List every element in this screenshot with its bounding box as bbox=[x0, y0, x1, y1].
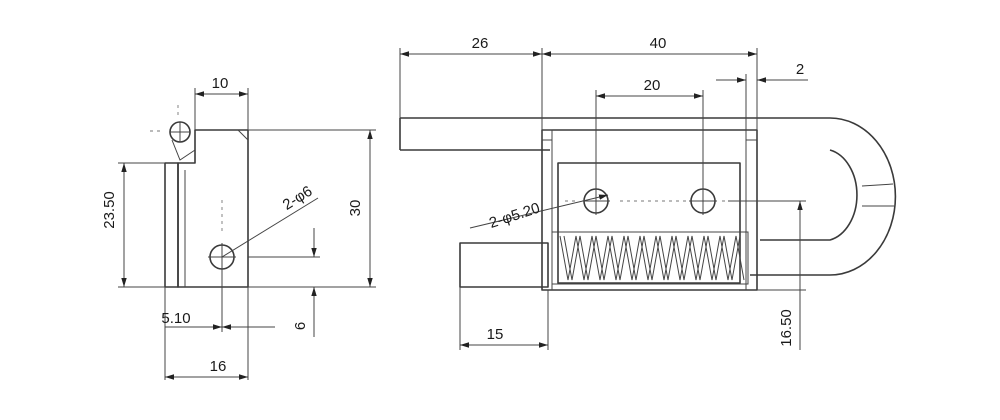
dim-left-gap-small: 6 bbox=[292, 322, 309, 330]
dim-right-length-main: 40 bbox=[650, 35, 667, 52]
right-front-view: 26 40 20 2 2-φ5.20 15 16.50 bbox=[399, 35, 897, 350]
dim-left-offset-bottom: 5.10 bbox=[161, 310, 190, 327]
left-side-view: 10 23.50 2-φ6 30 6 5.10 16 bbox=[101, 75, 376, 380]
left-flange bbox=[164, 162, 179, 288]
dim-hole-right: 2-φ5.20 bbox=[487, 200, 542, 232]
dim-right-gap-small: 2 bbox=[796, 61, 804, 78]
dim-right-foot-width: 15 bbox=[487, 326, 504, 343]
dim-left-width-bottom: 16 bbox=[210, 358, 227, 375]
dim-right-hole-spacing: 20 bbox=[644, 77, 661, 94]
housing-window bbox=[557, 162, 741, 284]
spring bbox=[551, 231, 749, 285]
u-bend-handle bbox=[750, 117, 897, 276]
dim-hole-left: 2-φ6 bbox=[280, 183, 316, 214]
dim-left-width-top: 10 bbox=[212, 75, 229, 92]
top-bar bbox=[399, 117, 830, 151]
left-plate-outline bbox=[177, 129, 249, 288]
bottom-foot bbox=[459, 242, 549, 288]
dim-right-height-right: 16.50 bbox=[778, 309, 795, 347]
dim-left-height-right: 30 bbox=[347, 200, 364, 217]
dim-left-height-left: 23.50 bbox=[101, 191, 118, 229]
dim-right-length-left: 26 bbox=[472, 35, 489, 52]
